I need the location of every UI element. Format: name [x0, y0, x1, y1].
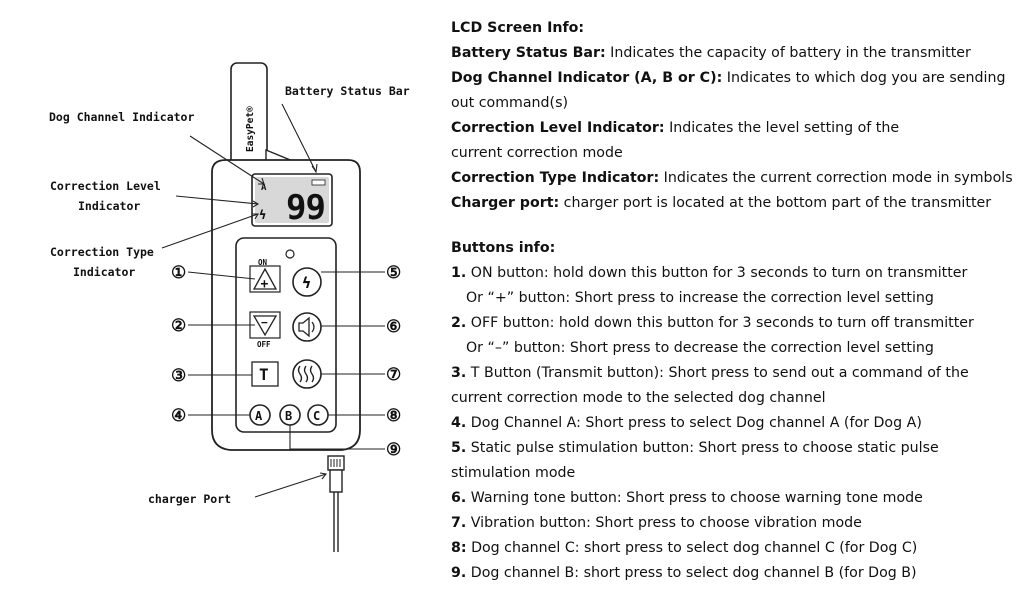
button-4-info: 4. Dog Channel A: Short press to select … — [451, 415, 922, 431]
callout-5: ⑤ — [386, 263, 401, 283]
channel-a-label: A — [255, 409, 263, 423]
antenna: EasyPet® — [230, 62, 268, 172]
battery-status-bar — [311, 179, 326, 186]
diagram-labels: Battery Status Bar Dog Channel Indicator… — [49, 84, 410, 506]
callout-3: ③ — [171, 366, 186, 386]
button-2-sub-info: Or “–” button: Short press to decrease t… — [466, 340, 934, 356]
charger-port-info: Charger port: charger port is located at… — [451, 195, 992, 211]
button-5-info: 5. Static pulse stimulation button: Shor… — [451, 440, 939, 481]
brand-logo: EasyPet® — [245, 106, 256, 152]
dog-channel-b-button[interactable]: B — [279, 404, 301, 426]
off-label: OFF — [257, 340, 271, 349]
label-correction-type-1: Correction Type — [50, 245, 154, 259]
transmit-button[interactable]: T — [251, 361, 279, 387]
static-pulse-button[interactable]: ϟ — [292, 267, 322, 297]
callout-6: ⑥ — [386, 317, 401, 337]
callout-1: ① — [171, 263, 186, 283]
correction-level-info: Correction Level Indicator: Indicates th… — [451, 120, 900, 161]
button-2-info: 2. OFF button: hold down this button for… — [451, 315, 974, 331]
label-correction-type-2: Indicator — [73, 265, 135, 279]
callout-8: ⑧ — [386, 406, 401, 426]
button-9-info: 9. Dog channel B: short press to select … — [451, 565, 917, 581]
dog-channel-a-button[interactable]: A — [249, 404, 271, 426]
label-charger-port: charger Port — [148, 492, 231, 506]
warning-tone-button[interactable] — [292, 312, 322, 342]
callout-4: ④ — [171, 406, 186, 426]
button-1-sub-info: Or “+” button: Short press to increase t… — [466, 290, 934, 306]
callout-7: ⑦ — [386, 365, 401, 385]
button-3-info: 3. T Button (Transmit button): Short pre… — [451, 365, 969, 406]
button-6-info: 6. Warning tone button: Short press to c… — [451, 490, 923, 506]
lightning-icon: ϟ — [302, 274, 311, 292]
button-7-info: 7. Vibration button: Short press to choo… — [451, 515, 862, 531]
vibration-button[interactable] — [292, 359, 322, 389]
plus-icon: + — [261, 277, 269, 292]
callout-2: ② — [171, 316, 186, 336]
speaker-icon — [298, 316, 310, 338]
lcd-screen: A ϟ 99 — [251, 173, 333, 228]
battery-info: Battery Status Bar: Indicates the capaci… — [451, 45, 971, 61]
channel-b-label: B — [285, 409, 292, 423]
button-1-info: 1. ON button: hold down this button for … — [451, 265, 968, 281]
correction-type-info: Correction Type Indicator: Indicates the… — [451, 170, 1013, 186]
transmit-label: T — [259, 365, 269, 384]
charger-port — [327, 455, 345, 552]
minus-icon: − — [261, 316, 268, 329]
button-8-info: 8: Dog channel C: short press to select … — [451, 540, 918, 556]
lcd-correction-type-icon: ϟ — [259, 208, 266, 222]
label-correction-level-2: Indicator — [78, 199, 140, 213]
lcd-correction-level: 99 — [286, 188, 325, 228]
indicator-light — [285, 249, 295, 259]
vibration-icon — [297, 365, 315, 383]
buttons-info-title: Buttons info: — [451, 240, 556, 256]
lcd-info-title: LCD Screen Info: — [451, 20, 585, 36]
callouts: ① ② ③ ④ ⑤ ⑥ ⑦ ⑧ ⑨ — [171, 263, 401, 460]
channel-c-label: C — [313, 409, 320, 423]
dog-channel-info: Dog Channel Indicator (A, B or C): Indic… — [451, 70, 1006, 111]
dog-channel-c-button[interactable]: C — [307, 404, 329, 426]
on-label: ON — [258, 258, 268, 267]
callout-9: ⑨ — [386, 440, 401, 460]
label-dog-channel-indicator: Dog Channel Indicator — [49, 110, 194, 124]
lcd-channel-indicator: A — [261, 183, 267, 193]
leader-lines — [161, 103, 385, 498]
label-battery-status-bar: Battery Status Bar — [285, 84, 410, 98]
label-correction-level-1: Correction Level — [50, 179, 161, 193]
transmitter-diagram: EasyPet® A ϟ 99 ON + − OFF T — [49, 62, 410, 552]
info-panel: LCD Screen Info: Battery Status Bar: Ind… — [451, 16, 1021, 586]
